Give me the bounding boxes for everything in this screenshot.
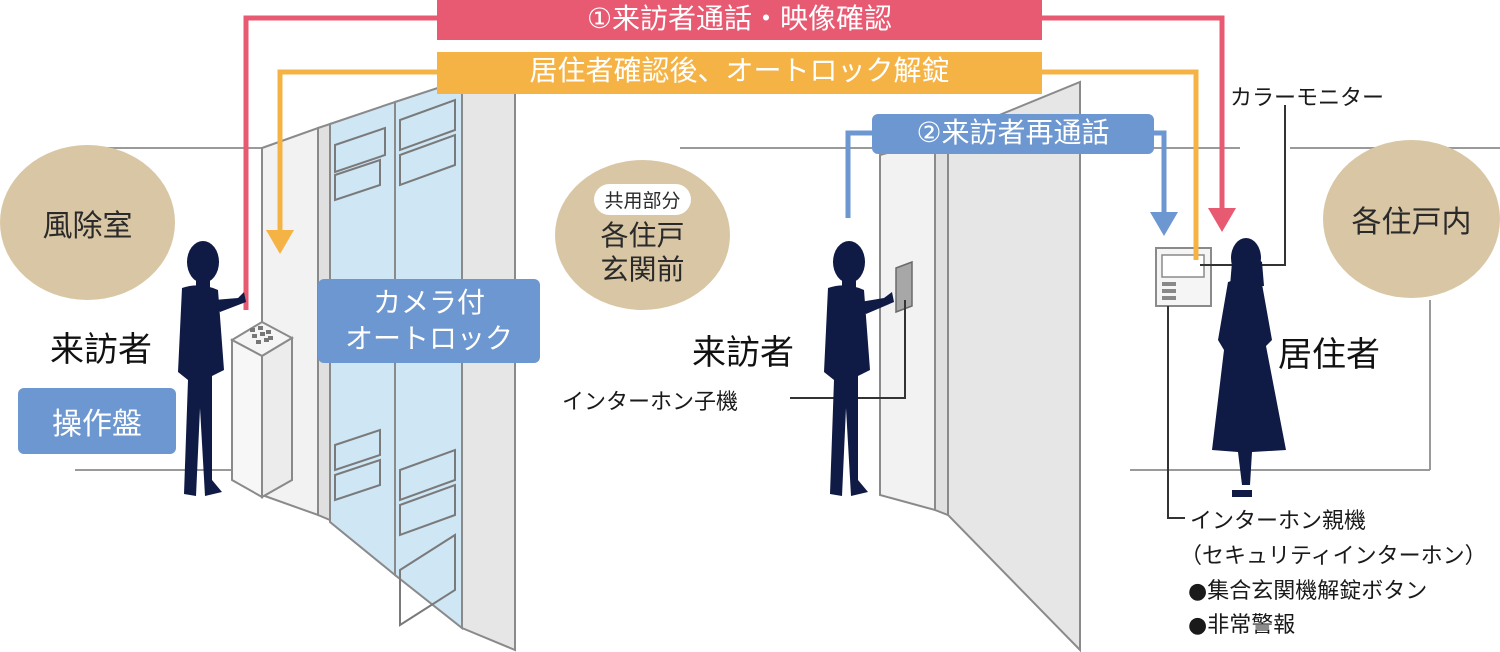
area-unit-interior-label: 各住戸内: [1351, 205, 1472, 240]
camera-autolock-label: カメラ付 オートロック: [318, 279, 540, 363]
color-monitor-label: カラーモニター: [1230, 86, 1385, 111]
area-entrance-line1: 各住戸: [600, 218, 685, 252]
leader-lines: [790, 105, 1286, 519]
area-entrance: 共用部分 各住戸 玄関前: [555, 160, 730, 310]
control-panel-text: 操作盤: [52, 407, 142, 442]
arrow-red: [1208, 208, 1236, 232]
camera-autolock-line2: オートロック: [344, 322, 513, 355]
feature-unlock-button: ●集合玄関機解錠ボタン: [1188, 579, 1428, 604]
intercom-master-unit-label: インターホン親機: [1190, 509, 1367, 534]
common-area-tag: 共用部分: [594, 183, 691, 215]
arrow-orange: [266, 230, 294, 254]
banner-call-video: ①来訪者通話・映像確認: [437, 0, 1042, 40]
intercom-master-unit-sub: （セキュリティインターホン）: [1180, 544, 1487, 569]
resident-silhouette: [1212, 238, 1286, 497]
banner-recall: ②来訪者再通話: [872, 114, 1154, 154]
resident-label: 居住者: [1278, 335, 1380, 375]
visitor-center-label: 来訪者: [692, 333, 794, 373]
center-door-frame: [879, 80, 1081, 652]
intercom-sub-unit: [895, 260, 913, 314]
area-unit-interior: 各住戸内: [1323, 140, 1500, 298]
visitor-left-silhouette: [178, 241, 246, 496]
visitor-center-silhouette: [824, 241, 894, 496]
intercom-sub-unit-label: インターホン子機: [562, 390, 739, 415]
control-panel-pedestal: [229, 320, 295, 499]
control-panel-label: 操作盤: [18, 388, 176, 454]
area-windbreak: 風除室: [0, 145, 175, 300]
intercom-master-unit: [1155, 247, 1212, 307]
area-entrance-line2: 玄関前: [600, 252, 685, 286]
area-windbreak-label: 風除室: [42, 208, 133, 244]
camera-autolock-line1: カメラ付: [372, 286, 485, 319]
arrow-blue: [1150, 212, 1178, 236]
visitor-left-label: 来訪者: [50, 330, 152, 370]
feature-emergency-alarm: ●非常警報: [1188, 613, 1296, 638]
banner-unlock: 居住者確認後、オートロック解錠: [437, 52, 1042, 94]
